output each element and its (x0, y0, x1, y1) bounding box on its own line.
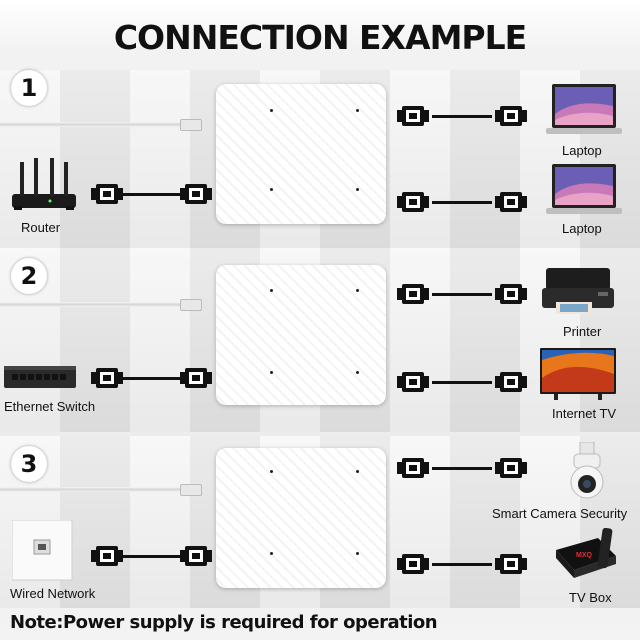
section-number-badge: 3 (11, 446, 47, 482)
ethernet-wall-plate-icon (12, 520, 73, 581)
section-number-badge: 2 (11, 258, 47, 294)
output-device-label: Printer (563, 324, 602, 339)
rj45-cable-icon (397, 192, 527, 212)
security-camera-icon (570, 442, 604, 499)
power-cable (0, 487, 200, 492)
output-device-label: TV Box (569, 590, 612, 605)
power-plug (180, 119, 202, 131)
input-device-label: Ethernet Switch (4, 399, 96, 414)
rj45-cable-icon (397, 372, 527, 392)
power-cable (0, 122, 200, 127)
section-2: 2 Ethernet Switch Printer Internet TV (0, 248, 640, 432)
output-device-label: Laptop (562, 221, 602, 236)
section-number-badge: 1 (11, 70, 47, 106)
printer-icon (542, 268, 614, 314)
output-device-label: Smart Camera Security (492, 506, 628, 521)
ethernet-splitter-box (216, 448, 386, 588)
input-device-label: Wired Network (10, 586, 96, 601)
output-device-label: Laptop (562, 143, 602, 158)
power-supply-note: Note:Power supply is required for operat… (10, 612, 438, 633)
power-cable (0, 302, 200, 307)
laptop-icon (546, 164, 622, 214)
ethernet-switch-icon (4, 366, 76, 388)
section-3: 3 Wired Network Smart Camera Security MX… (0, 436, 640, 608)
power-plug (180, 484, 202, 496)
rj45-cable-icon (91, 184, 212, 204)
tv-box-icon: MXQ (556, 528, 616, 578)
output-device-label: Internet TV (552, 406, 617, 421)
rj45-cable-icon (91, 368, 212, 388)
rj45-cable-icon (397, 554, 527, 574)
rj45-cable-icon (397, 458, 527, 478)
router-icon (12, 158, 76, 210)
rj45-cable-icon (397, 284, 527, 304)
power-plug (180, 299, 202, 311)
tv-icon (540, 348, 616, 400)
laptop-icon (546, 84, 622, 134)
page-title: CONNECTION EXAMPLE (113, 18, 527, 57)
section-1: 1 Router Laptop Laptop (0, 70, 640, 248)
ethernet-splitter-box (216, 265, 386, 405)
rj45-cable-icon (397, 106, 527, 126)
input-device-label: Router (21, 220, 61, 235)
ethernet-splitter-box (216, 84, 386, 224)
svg-text:MXQ: MXQ (576, 552, 593, 559)
rj45-cable-icon (91, 546, 212, 566)
